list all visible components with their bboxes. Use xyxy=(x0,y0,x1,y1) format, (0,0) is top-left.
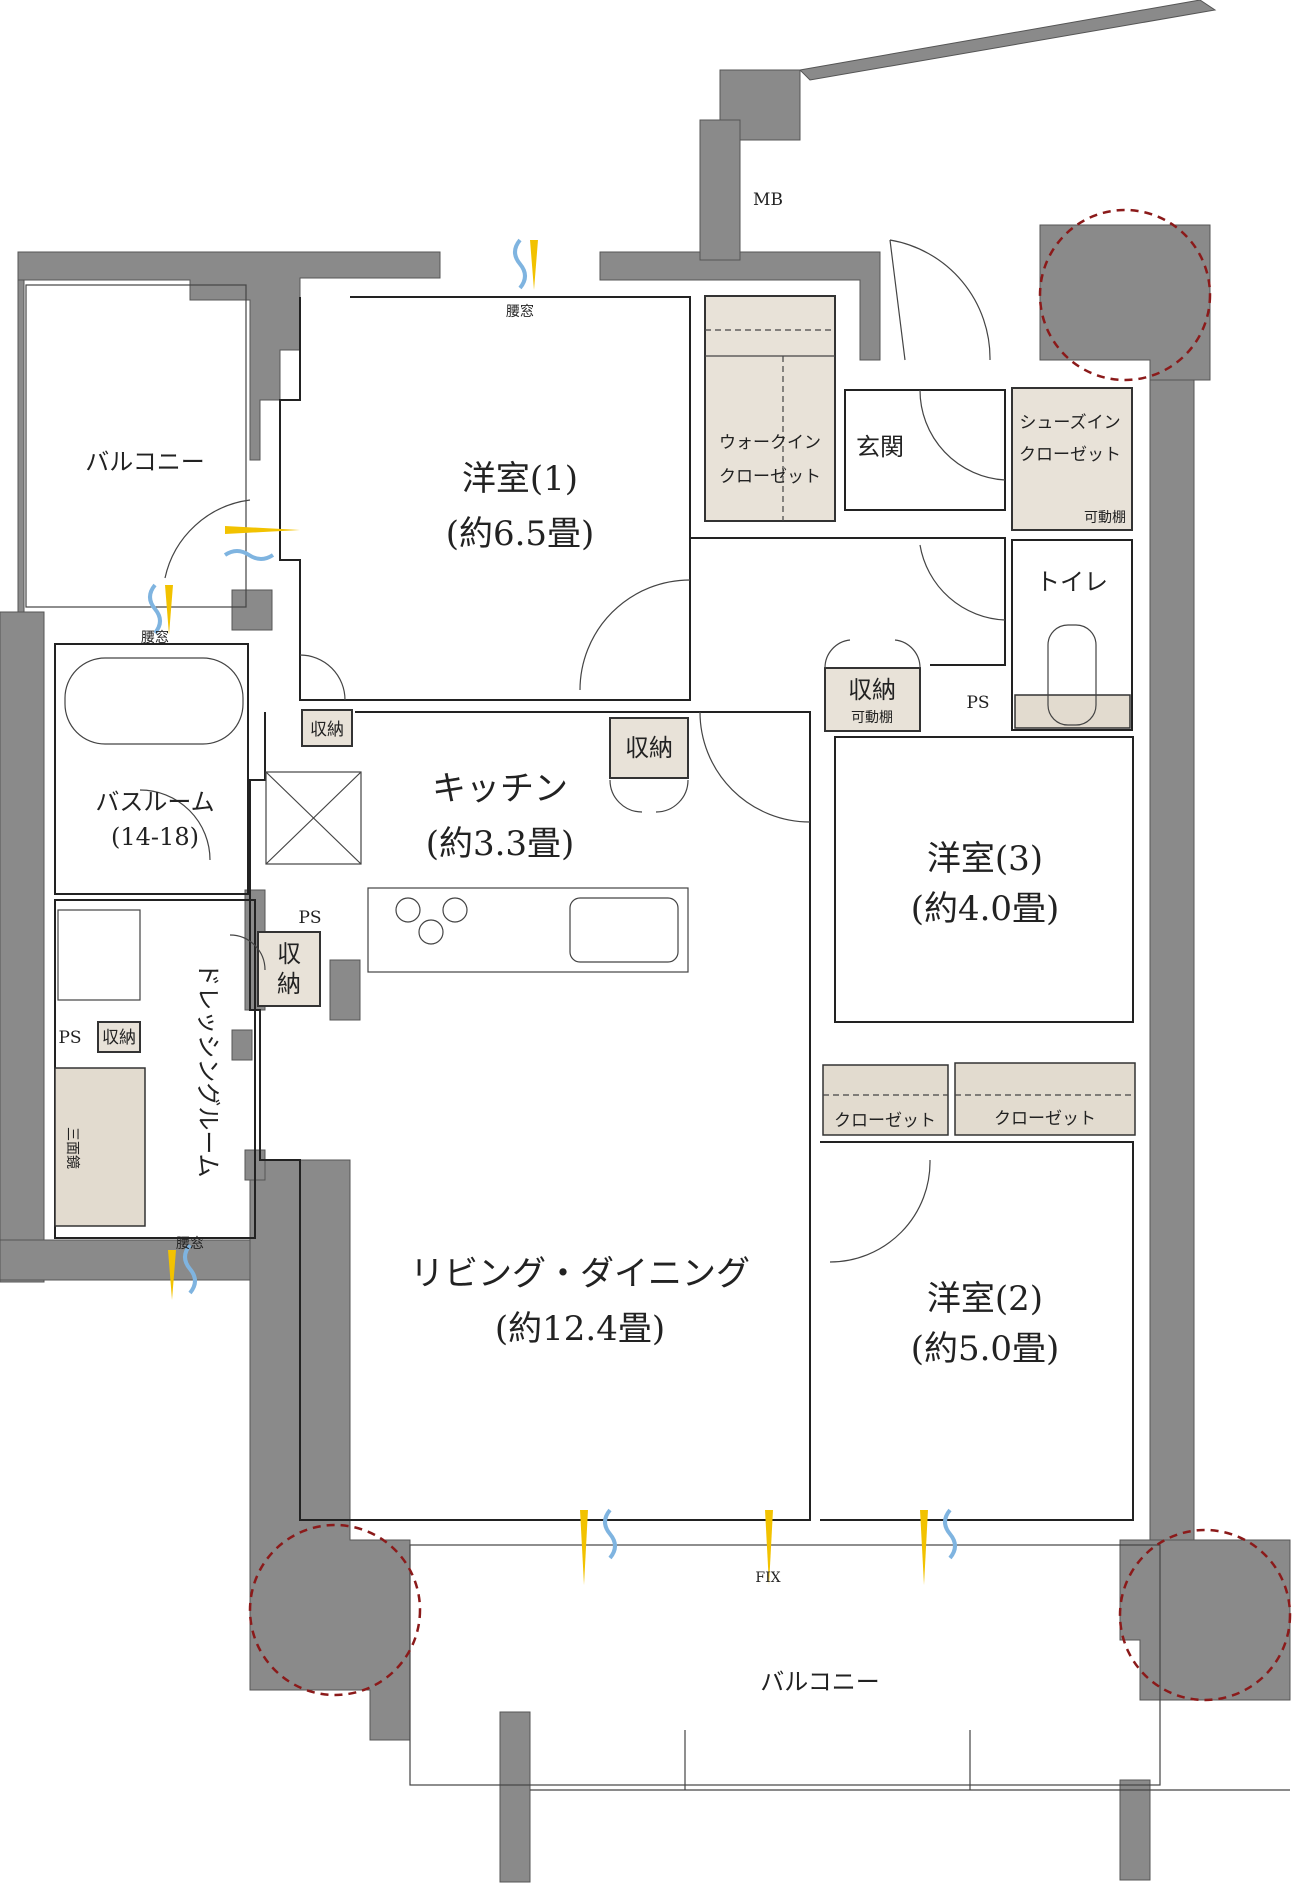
walk-in-closet xyxy=(704,295,836,522)
vent-yellow-icon xyxy=(165,585,173,635)
dressing-counter xyxy=(54,1067,146,1227)
closet-label: クローゼット xyxy=(834,1111,936,1131)
vent-icons xyxy=(148,238,957,1585)
storage-label: 収納 xyxy=(848,676,896,704)
bath-size: (14-18) xyxy=(111,823,199,851)
stove-burner xyxy=(418,919,444,945)
storage-bedroom1 xyxy=(301,709,353,747)
ps-label: PS xyxy=(58,1028,81,1048)
koshimado-label: 腰窓 xyxy=(141,629,169,646)
vent-yellow-icon xyxy=(580,1510,588,1585)
doors xyxy=(139,239,1006,1263)
room-labels: 洋室(1) (約6.5畳) 洋室(3) (約4.0畳) 洋室(2) (約5.0畳… xyxy=(85,413,1121,1696)
toilet-bowl xyxy=(1047,624,1097,726)
closet-label: クローゼット xyxy=(994,1109,1096,1129)
kitchen-counter xyxy=(367,887,689,973)
ps-label: PS xyxy=(966,693,989,713)
kitchen-sink xyxy=(569,897,679,963)
vent-yellow-icon xyxy=(530,240,538,290)
column-marker xyxy=(1038,208,1212,382)
toilet-label: トイレ xyxy=(1036,568,1108,596)
vent-blue-icon xyxy=(943,1508,957,1560)
balcony-top-label: バルコニー xyxy=(85,448,205,476)
shoe-closet xyxy=(1011,387,1133,531)
vent-blue-icon xyxy=(148,583,162,635)
koshimado-label: 腰窓 xyxy=(176,1235,204,1252)
small-labels: MB 腰窓 腰窓 腰窓 収納 収納 収納 可動棚 可動棚 収 納 収納 PS P… xyxy=(58,190,1126,1586)
storage-label: 収納 xyxy=(102,1028,136,1048)
western2-size: (約5.0畳) xyxy=(911,1329,1060,1369)
fix-label: FIX xyxy=(755,1570,780,1586)
stove-burner xyxy=(395,897,421,923)
fixtures xyxy=(57,624,1097,1001)
bathtub xyxy=(64,657,244,745)
fridge-space xyxy=(265,771,362,865)
koshimado-label: 腰窓 xyxy=(506,303,534,320)
shoe-label-2: クローゼット xyxy=(1019,445,1121,465)
western3-name: 洋室(3) xyxy=(927,839,1043,879)
washing-machine xyxy=(57,909,141,1001)
vent-blue-icon xyxy=(183,1243,197,1295)
mirror-label: 三面鏡 xyxy=(64,1127,80,1169)
movable-shelf-label: 可動棚 xyxy=(1084,510,1126,526)
storage-label: 収納 xyxy=(310,720,344,740)
mb-label: MB xyxy=(753,190,783,210)
vent-yellow-icon xyxy=(920,1510,928,1585)
bath-name: バスルーム xyxy=(95,788,214,816)
wic-label-2: クローゼット xyxy=(719,467,821,487)
vent-blue-icon xyxy=(223,549,275,561)
storage-dressing-small xyxy=(97,1021,141,1053)
storage-blocks xyxy=(54,295,1136,1227)
storage-label: 収納 xyxy=(625,734,673,762)
vent-blue-icon xyxy=(603,1508,617,1560)
western2-name: 洋室(2) xyxy=(927,1279,1043,1319)
entrance-label: 玄関 xyxy=(856,433,904,461)
column-markers xyxy=(248,208,1292,1702)
shoe-label-1: シューズイン xyxy=(1019,413,1120,433)
western3-size: (約4.0畳) xyxy=(911,889,1060,929)
vent-blue-icon xyxy=(513,238,527,290)
column-marker xyxy=(1118,1528,1292,1702)
toilet-floor xyxy=(1014,694,1131,729)
storage-label-stacked: 納 xyxy=(277,970,301,998)
ps-label: PS xyxy=(298,908,321,928)
storage-label-stacked: 収 xyxy=(277,940,301,968)
western1-size: (約6.5畳) xyxy=(446,514,595,554)
closet-left xyxy=(822,1064,949,1136)
vent-yellow-icon xyxy=(168,1250,176,1300)
dressing-name: ドレッシングルーム xyxy=(194,962,222,1177)
kitchen-name: キッチン xyxy=(432,769,568,809)
kitchen-size: (約3.3畳) xyxy=(426,824,575,864)
vent-yellow-icon xyxy=(765,1510,773,1585)
stove-burner xyxy=(442,897,468,923)
closet-right xyxy=(954,1062,1136,1136)
movable-shelf-label: 可動棚 xyxy=(851,710,893,726)
column-marker xyxy=(248,1523,422,1697)
wic-label-1: ウォークイン xyxy=(719,433,821,453)
western1-name: 洋室(1) xyxy=(462,459,578,499)
balcony-bottom-label: バルコニー xyxy=(760,1668,880,1696)
storage-dressing xyxy=(257,931,321,1007)
storage-kitchen xyxy=(609,717,689,779)
living-size: (約12.4畳) xyxy=(495,1309,665,1349)
vent-yellow-icon xyxy=(225,526,300,534)
storage-hall xyxy=(824,667,921,732)
living-name: リビング・ダイニング xyxy=(410,1254,750,1294)
room-outlines xyxy=(25,284,1290,1791)
